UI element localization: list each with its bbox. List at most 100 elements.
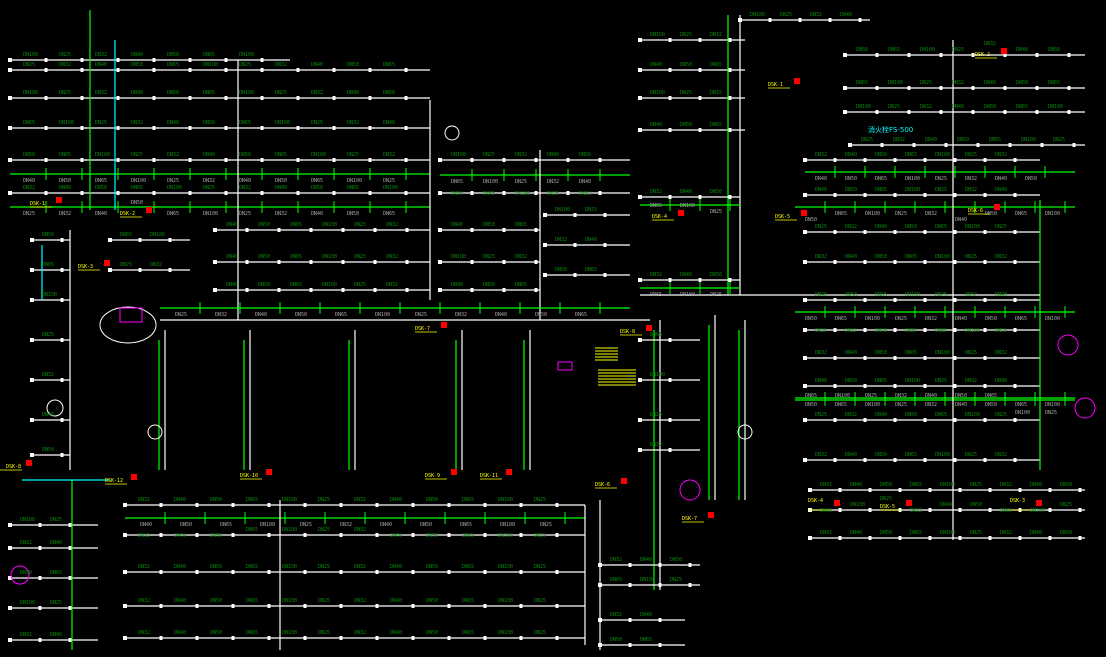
fixture-node bbox=[224, 191, 228, 195]
fixture-node bbox=[893, 230, 897, 234]
pipe-label: DN50 bbox=[131, 200, 143, 206]
fixture-node bbox=[296, 158, 300, 162]
fixture-symbol bbox=[679, 479, 701, 501]
pipe-label: DN50 bbox=[23, 152, 35, 158]
pipe-label: DN32 bbox=[965, 378, 977, 384]
fixture-node bbox=[332, 191, 336, 195]
pipe-label: DN25 bbox=[815, 328, 827, 334]
fixture-node bbox=[958, 536, 962, 540]
pipe-label: DN50 bbox=[579, 152, 591, 158]
fixture-node bbox=[303, 503, 307, 507]
pipe-label: DN32 bbox=[354, 564, 366, 570]
pipe-label: DN100 bbox=[850, 502, 865, 508]
riser-marker bbox=[646, 325, 652, 331]
pipe-label: DN40 bbox=[347, 90, 359, 96]
pipe-label: DN25 bbox=[540, 522, 552, 528]
riser-marker bbox=[801, 210, 807, 216]
fixture-node bbox=[224, 96, 228, 100]
pipe-label: DN25 bbox=[895, 211, 907, 217]
pipe-end-node bbox=[843, 86, 847, 90]
pipe-label: DN40 bbox=[390, 533, 402, 539]
fixture-symbol bbox=[147, 424, 163, 440]
fixture-node bbox=[928, 488, 932, 492]
fixture-node bbox=[332, 126, 336, 130]
fixture-node bbox=[116, 68, 120, 72]
pipe-label: DN32 bbox=[340, 522, 352, 528]
pipe-end-node bbox=[30, 418, 34, 422]
fixture-node bbox=[698, 68, 702, 72]
pipe-label: DN50 bbox=[1060, 482, 1072, 488]
pipe-label: DN32 bbox=[138, 598, 150, 604]
pipe-label: DN100 bbox=[650, 32, 665, 38]
fixture-node bbox=[898, 488, 902, 492]
pipe-label: DN40 bbox=[815, 378, 827, 384]
pipe-end-node bbox=[803, 298, 807, 302]
fixture-node bbox=[628, 618, 632, 622]
fixture-node bbox=[1072, 143, 1076, 147]
fixture-node bbox=[411, 570, 415, 574]
fixture-node bbox=[1048, 488, 1052, 492]
fixture-node bbox=[833, 298, 837, 302]
fixture-node bbox=[833, 356, 837, 360]
pipe-label: DN32 bbox=[354, 497, 366, 503]
riser-tag: DSK-6 bbox=[595, 482, 610, 488]
pipe-label: DN32 bbox=[710, 90, 722, 96]
pipe-label: DN50 bbox=[347, 62, 359, 68]
pipe-label: DN50 bbox=[610, 637, 622, 643]
fixture-node bbox=[668, 128, 672, 132]
pipe-label: DN50 bbox=[670, 557, 682, 563]
pipe-label: DN25 bbox=[585, 207, 597, 213]
fixture-node bbox=[519, 570, 523, 574]
pipe-label: DN40 bbox=[226, 222, 238, 228]
pipe-label: DN50 bbox=[805, 217, 817, 223]
fixture-node bbox=[1035, 53, 1039, 57]
fixture-node bbox=[923, 384, 927, 388]
fixture-node bbox=[159, 533, 163, 537]
pipe-label: DN100 bbox=[865, 211, 880, 217]
fixture-node bbox=[1018, 488, 1022, 492]
pipe-label: DN40 bbox=[650, 62, 662, 68]
pipe-label: DN50 bbox=[275, 178, 287, 184]
pipe-label: DN25 bbox=[318, 527, 330, 533]
pipe-label: DN50 bbox=[805, 402, 817, 408]
fixture-node bbox=[907, 53, 911, 57]
pipe-label: DN40 bbox=[390, 598, 402, 604]
pipe-label: DN40 bbox=[131, 52, 143, 58]
pipe-label: DN32 bbox=[965, 187, 977, 193]
cloud-revision bbox=[99, 306, 157, 344]
fixture-node bbox=[923, 356, 927, 360]
fixture-node bbox=[953, 193, 957, 197]
fixture-node bbox=[159, 503, 163, 507]
pipe-label: DN65 bbox=[246, 497, 258, 503]
fixture-node bbox=[373, 260, 377, 264]
pipe-label: DN100 bbox=[498, 497, 513, 503]
fixture-node bbox=[483, 570, 487, 574]
fixture-node bbox=[958, 488, 962, 492]
pipe-label: DN40 bbox=[495, 312, 507, 318]
pipe-label: DN32 bbox=[386, 222, 398, 228]
fixture-node bbox=[555, 604, 559, 608]
pipe-label: DN25 bbox=[920, 80, 932, 86]
pipe-label: DN50 bbox=[805, 316, 817, 322]
pipe-label: DN65 bbox=[246, 527, 258, 533]
pipe-end-node bbox=[30, 378, 34, 382]
fixture-node bbox=[863, 384, 867, 388]
fixture-node bbox=[80, 68, 84, 72]
pipe-label: DN65 bbox=[462, 497, 474, 503]
fixture-node bbox=[893, 328, 897, 332]
fixture-node bbox=[988, 508, 992, 512]
riser-tag: DSK-8 bbox=[620, 329, 635, 335]
pipe-label: DN25 bbox=[534, 564, 546, 570]
fixture-node bbox=[875, 110, 879, 114]
pipe-label: DN65 bbox=[905, 350, 917, 356]
pipe-label: DN40 bbox=[955, 402, 967, 408]
fixture-node bbox=[267, 533, 271, 537]
pipe-end-node bbox=[803, 328, 807, 332]
fixture-node bbox=[260, 158, 264, 162]
pipe-label: DN50 bbox=[210, 497, 222, 503]
pipe-label: DN100 bbox=[239, 52, 254, 58]
fixture-node bbox=[658, 563, 662, 567]
pipe-label: DN40 bbox=[875, 412, 887, 418]
pipe-label: DN100 bbox=[375, 312, 390, 318]
